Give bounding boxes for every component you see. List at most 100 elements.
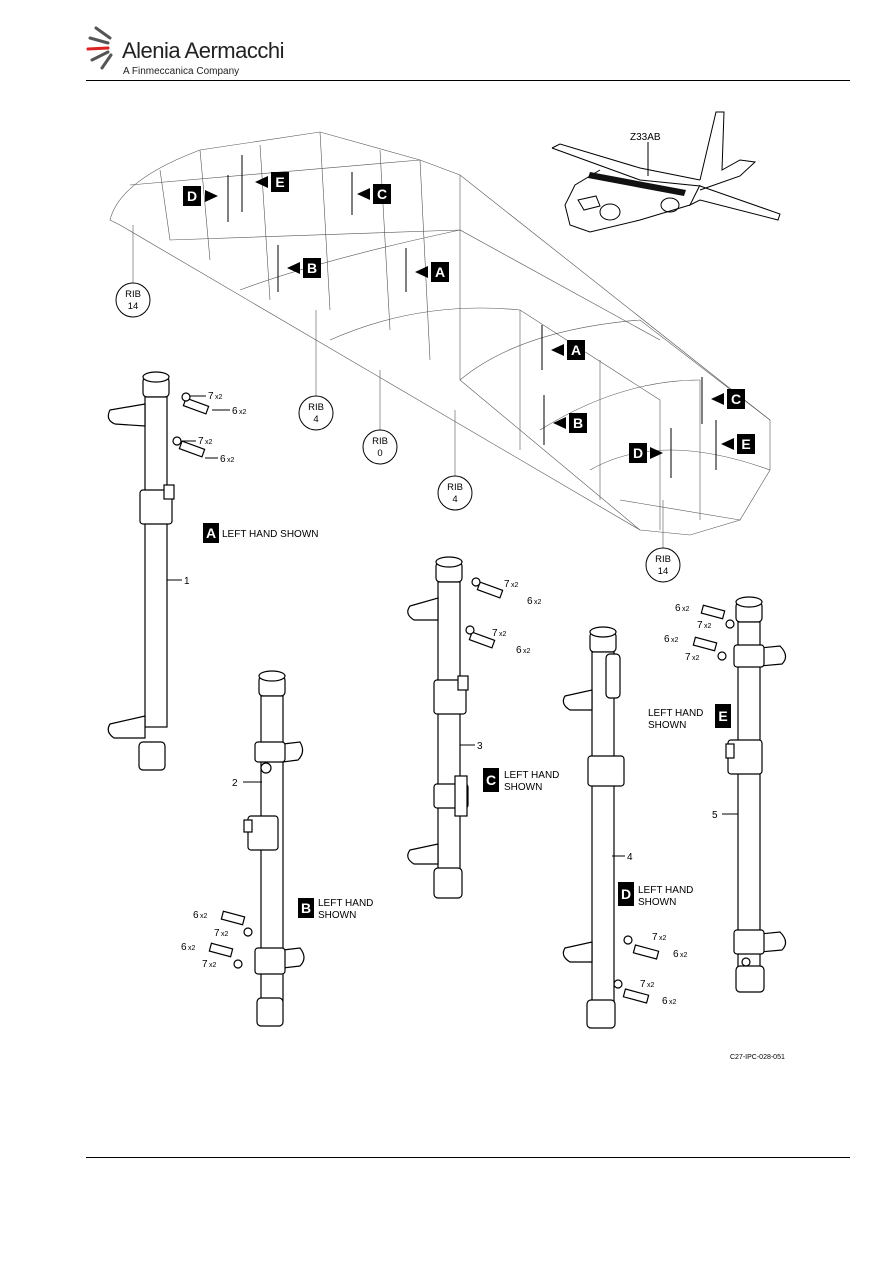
svg-text:6: 6 — [220, 454, 226, 465]
svg-text:6: 6 — [527, 596, 533, 607]
svg-text:SHOWN: SHOWN — [638, 897, 676, 908]
item-number: 3 — [477, 741, 483, 752]
marker-e-right: E — [715, 420, 755, 470]
svg-text:x2: x2 — [647, 982, 655, 989]
strut-item-1: 1 7 x2 6 x2 7 x2 6 x2 A LEFT HAND SHOWN — [107, 371, 319, 771]
svg-text:B: B — [307, 260, 317, 276]
aircraft-callout-label: Z33AB — [630, 132, 661, 143]
svg-text:RIB: RIB — [125, 289, 141, 300]
header-rule — [86, 80, 850, 81]
svg-text:RIB: RIB — [447, 482, 463, 493]
svg-text:A: A — [206, 525, 216, 541]
marker-c-left: C — [351, 172, 391, 215]
svg-text:E: E — [275, 174, 284, 190]
svg-text:LEFT HAND: LEFT HAND — [318, 898, 373, 909]
item-number: 1 — [184, 576, 190, 587]
svg-text:4: 4 — [452, 494, 457, 505]
view-c-caption: C LEFT HAND SHOWN — [483, 768, 559, 793]
brand-name: Alenia Aermacchi — [122, 38, 284, 63]
item-number: 4 — [627, 852, 633, 863]
svg-text:7: 7 — [492, 628, 498, 639]
svg-text:7: 7 — [208, 391, 214, 402]
svg-text:RIB: RIB — [655, 554, 671, 565]
svg-text:x2: x2 — [215, 394, 223, 401]
footer-rule — [86, 1157, 850, 1158]
svg-text:6: 6 — [664, 634, 670, 645]
item-number: 5 — [712, 810, 718, 821]
svg-text:x2: x2 — [499, 631, 507, 638]
svg-text:0: 0 — [377, 448, 382, 459]
svg-text:D: D — [621, 886, 631, 902]
svg-text:x2: x2 — [205, 439, 213, 446]
svg-text:x2: x2 — [704, 623, 712, 630]
svg-text:x2: x2 — [659, 935, 667, 942]
svg-text:LEFT HAND: LEFT HAND — [638, 885, 693, 896]
svg-text:E: E — [741, 436, 750, 452]
svg-text:x2: x2 — [221, 931, 229, 938]
svg-text:14: 14 — [128, 301, 139, 312]
svg-text:6: 6 — [662, 996, 668, 1007]
view-b-caption: B LEFT HAND SHOWN — [298, 898, 373, 921]
svg-text:7: 7 — [504, 579, 510, 590]
svg-text:x2: x2 — [534, 599, 542, 606]
svg-text:6: 6 — [193, 910, 199, 921]
svg-text:7: 7 — [202, 959, 208, 970]
strut-item-5: 5 6 x2 7 x2 6 x2 7 x2 E LEFT HAND SHOWN — [648, 596, 787, 993]
strut-item-4: 4 7 x2 6 x2 7 x2 6 x2 D LEFT HAND SHOWN — [562, 626, 693, 1029]
svg-text:SHOWN: SHOWN — [504, 782, 542, 793]
fasteners-view-d: 7 x2 6 x2 7 x2 6 x2 — [613, 932, 688, 1007]
svg-text:6: 6 — [516, 645, 522, 656]
svg-text:x2: x2 — [682, 606, 690, 613]
svg-text:SHOWN: SHOWN — [648, 720, 686, 731]
marker-b-left: B — [277, 245, 321, 292]
svg-text:7: 7 — [685, 652, 691, 663]
rib-callout: RIB 4 — [298, 395, 334, 431]
marker-d-left: D — [183, 175, 229, 222]
svg-text:LEFT HAND: LEFT HAND — [504, 770, 559, 781]
svg-text:x2: x2 — [209, 962, 217, 969]
svg-text:D: D — [633, 445, 643, 461]
svg-text:B: B — [301, 900, 311, 916]
strut-item-3: 3 7 x2 6 x2 7 x2 6 x2 C LEFT HAND SHOWN — [407, 556, 559, 899]
fasteners-view-a: 7 x2 6 x2 7 x2 6 x2 — [172, 391, 247, 465]
svg-text:7: 7 — [652, 932, 658, 943]
svg-text:C: C — [731, 391, 741, 407]
svg-text:LEFT HAND: LEFT HAND — [648, 708, 703, 719]
svg-text:x2: x2 — [669, 999, 677, 1006]
rib-callout: RIB 0 — [362, 429, 398, 465]
brand-tagline: A Finmeccanica Company — [123, 66, 240, 77]
svg-text:x2: x2 — [227, 457, 235, 464]
svg-text:x2: x2 — [239, 409, 247, 416]
drawing-id: C27-IPC-028-051 — [730, 1054, 785, 1061]
marker-c-right: C — [701, 377, 745, 424]
fasteners-view-e: 6 x2 7 x2 6 x2 7 x2 — [664, 603, 735, 663]
svg-text:RIB: RIB — [308, 402, 324, 413]
svg-text:6: 6 — [181, 942, 187, 953]
svg-text:6: 6 — [673, 949, 679, 960]
svg-text:A: A — [435, 264, 445, 280]
marker-b-right: B — [543, 395, 587, 445]
rib-callouts: RIB 14 RIB 4 RIB 0 RIB 4 RIB 14 — [115, 282, 681, 583]
svg-text:E: E — [718, 708, 727, 724]
logo-mark-icon — [86, 26, 113, 70]
svg-text:A: A — [571, 342, 581, 358]
marker-a-left: A — [405, 248, 449, 292]
svg-text:D: D — [187, 188, 197, 204]
svg-text:x2: x2 — [511, 582, 519, 589]
rib-callout: RIB 14 — [115, 282, 151, 318]
svg-text:SHOWN: SHOWN — [318, 910, 356, 921]
svg-text:7: 7 — [640, 979, 646, 990]
svg-text:x2: x2 — [692, 655, 700, 662]
view-e-caption: E LEFT HAND SHOWN — [648, 704, 731, 731]
svg-text:6: 6 — [232, 406, 238, 417]
highlighted-wing-section — [588, 172, 686, 196]
svg-text:7: 7 — [214, 928, 220, 939]
aircraft-thumbnail: Z33AB — [551, 111, 781, 233]
svg-text:x2: x2 — [671, 637, 679, 644]
marker-d-right: D — [629, 428, 672, 478]
rib-callout: RIB 4 — [437, 475, 473, 511]
svg-text:7: 7 — [198, 436, 204, 447]
marker-a-right: A — [541, 325, 585, 370]
svg-text:x2: x2 — [200, 913, 208, 920]
